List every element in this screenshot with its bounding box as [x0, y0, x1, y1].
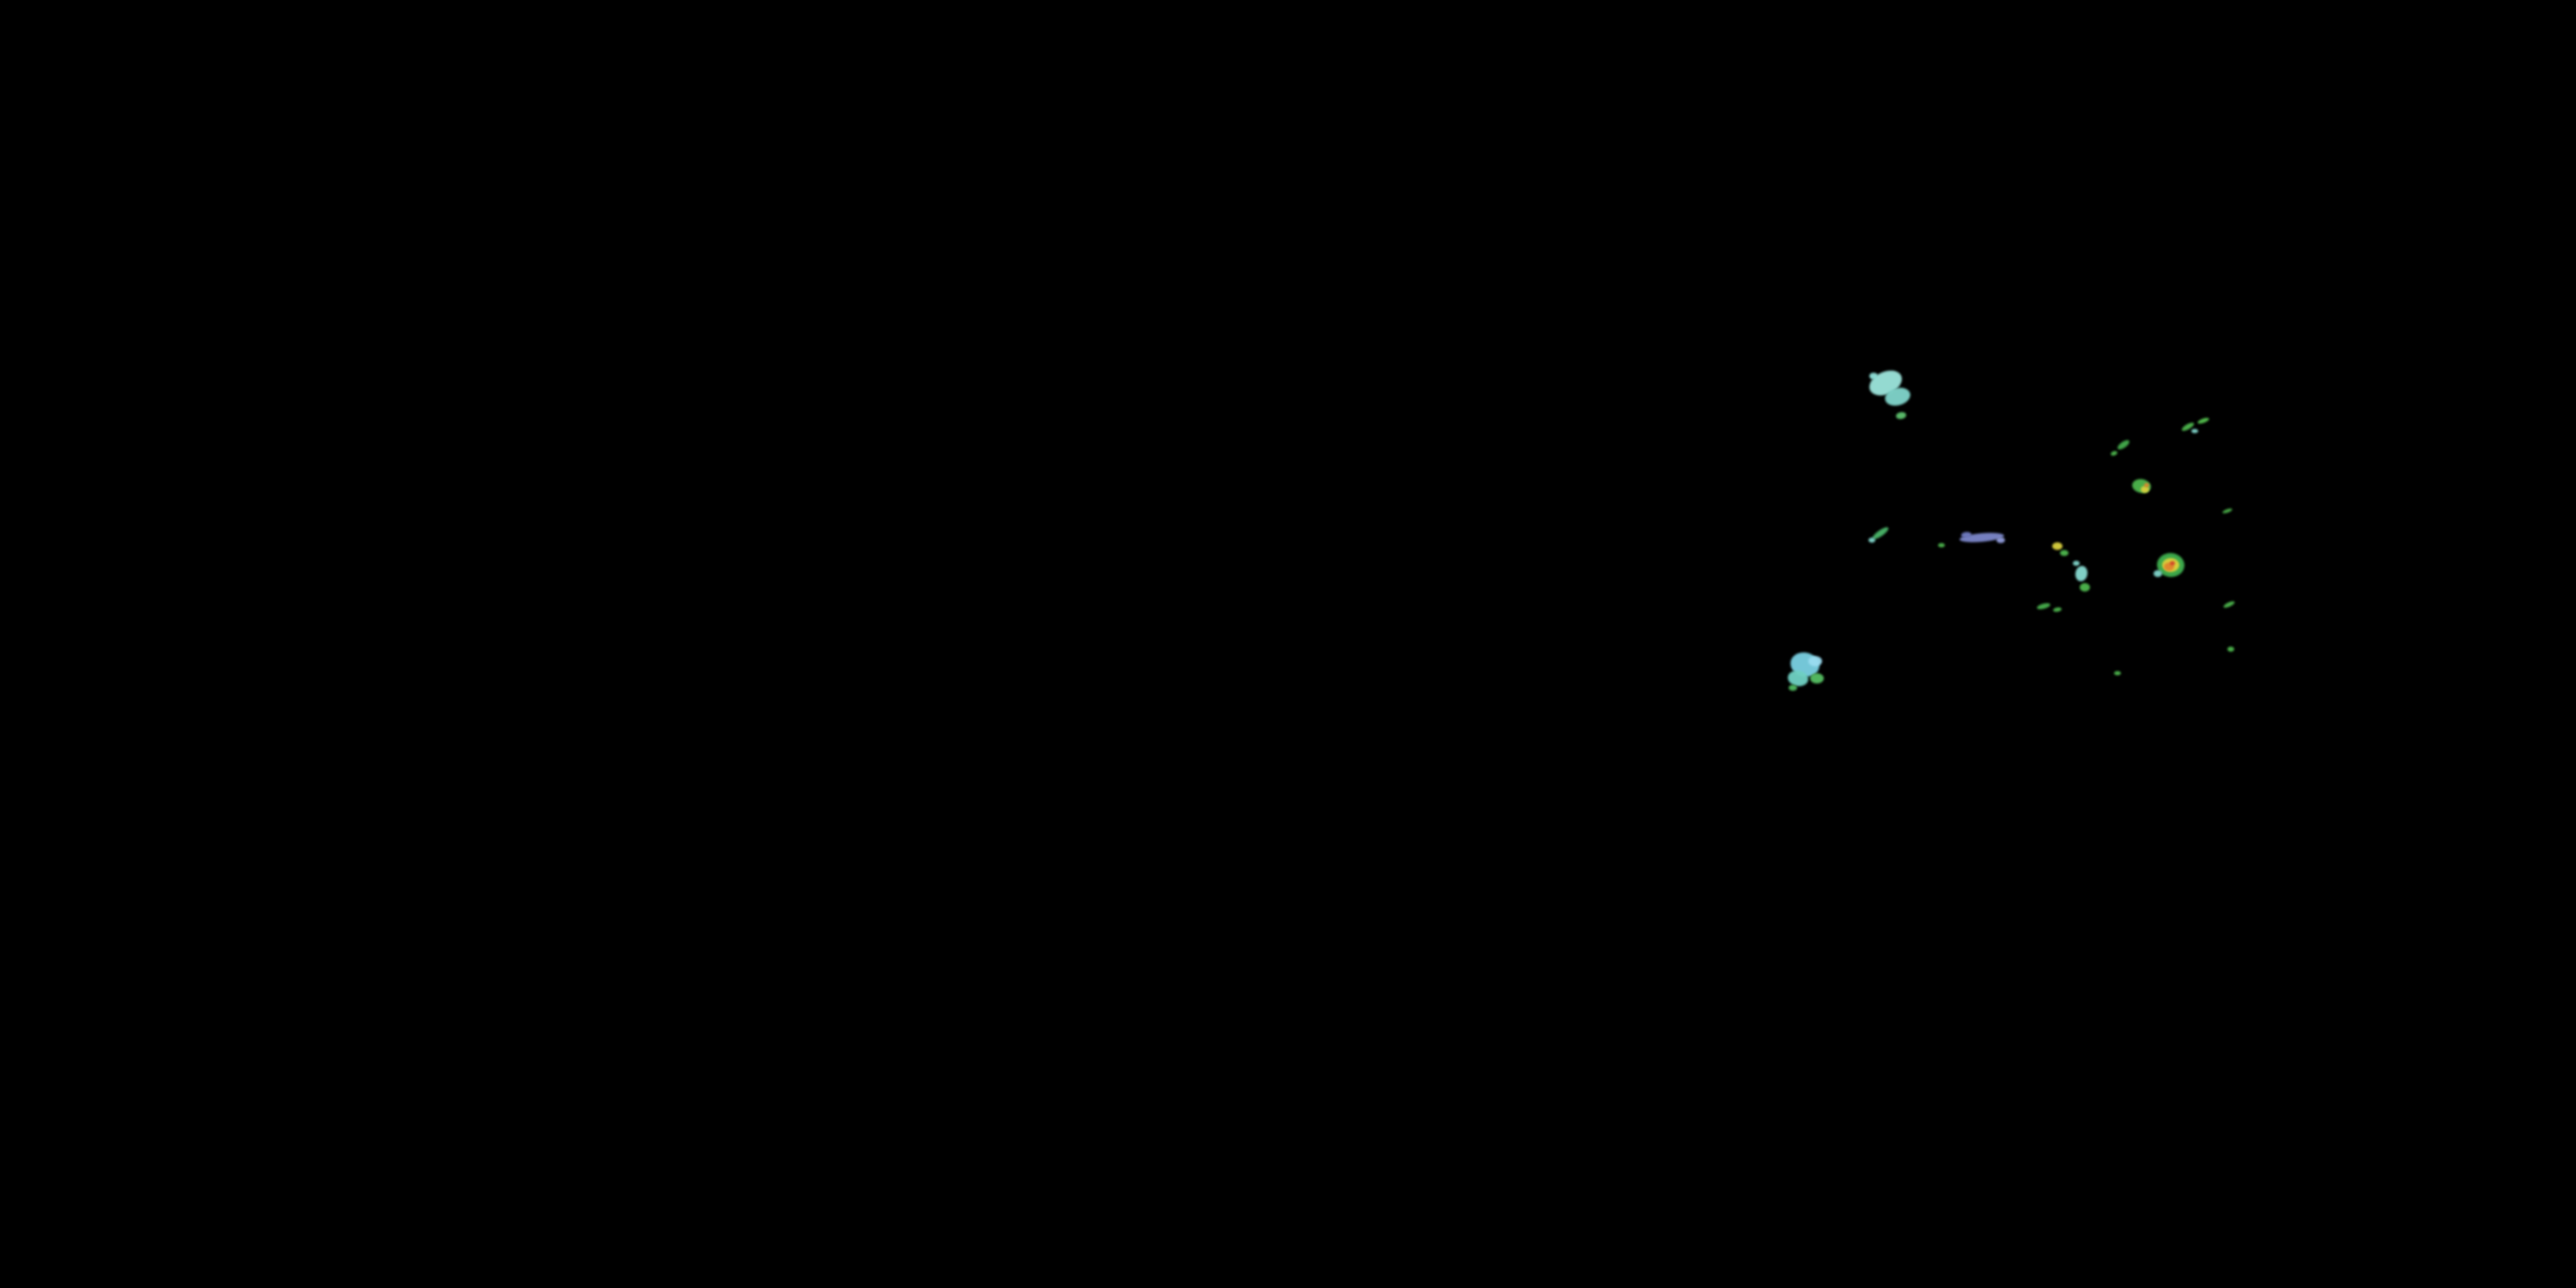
radar-echo	[2227, 647, 2234, 652]
radar-echo	[2052, 606, 2063, 613]
radar-echo	[1868, 538, 1875, 543]
radar-echo	[2141, 486, 2149, 493]
radar-echo	[2114, 671, 2121, 676]
radar-echo	[2164, 562, 2174, 571]
radar-echo	[2144, 483, 2149, 488]
radar-echo	[2060, 550, 2069, 556]
radar-echo	[2191, 428, 2198, 434]
radar-echo	[2073, 561, 2080, 566]
radar-echo	[1808, 656, 1822, 666]
radar-echo	[2080, 583, 2090, 592]
radar-echo	[2074, 564, 2089, 583]
radar-echo	[2170, 561, 2175, 566]
radar-echo	[2036, 602, 2051, 611]
radar-echo	[2116, 438, 2131, 452]
radar-echo	[2222, 599, 2236, 610]
radar-echo	[2052, 542, 2063, 550]
radar-echo	[2221, 507, 2233, 514]
radar-echo	[1789, 684, 1797, 691]
radar-echo	[1895, 411, 1907, 420]
radar-echo	[1810, 673, 1824, 683]
radar-echo	[1938, 543, 1945, 548]
radar-echo	[2110, 450, 2118, 457]
radar-echo	[1996, 537, 2005, 544]
radar-echo	[2154, 570, 2162, 577]
radar-echo	[1869, 373, 1878, 380]
radar-echo	[2196, 416, 2210, 425]
